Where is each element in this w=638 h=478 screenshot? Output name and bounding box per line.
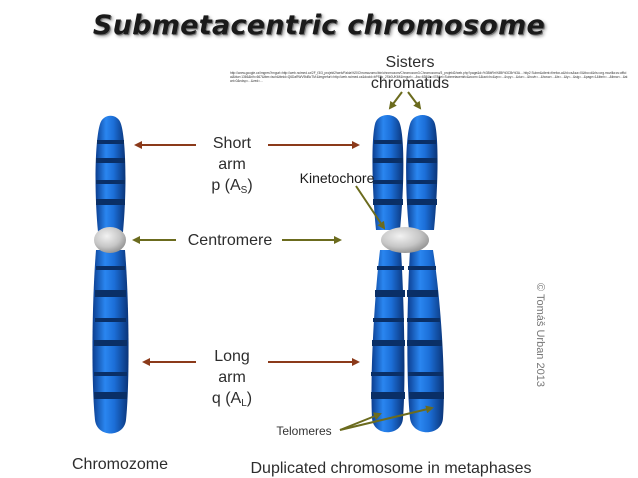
centromere-label: Centromere [187, 232, 273, 249]
long-arm-symbol: q (AL) [211, 390, 253, 409]
long-arm-line2: arm [218, 369, 246, 386]
duplicated-centromere [381, 227, 429, 253]
sisters-line2: chromatids [370, 75, 450, 92]
duplicated-chromosome [371, 115, 444, 433]
short-arm-line2: arm [218, 156, 246, 173]
sisters-arrow-left [388, 91, 403, 110]
long-arm-q: q (A [211, 390, 242, 407]
single-short-arm [95, 115, 126, 232]
short-arm-line1: Short [212, 135, 252, 152]
duplicated-caption: Duplicated chromosome in metaphases [250, 460, 532, 477]
single-bands [94, 140, 127, 399]
sisters-arrow-right [407, 91, 422, 110]
chromozome-caption: Chromozome [71, 456, 169, 473]
kinetochore-label: Kinetochore [299, 170, 375, 186]
sisters-line1: Sisters [385, 54, 435, 71]
right-chromatid-short-arm [406, 115, 438, 230]
diagram-title: Submetacentric chromosome [92, 10, 546, 41]
annotation-arrows [132, 91, 434, 431]
short-arm-symbol: p (AS) [211, 177, 253, 196]
short-arm-p: p (A [211, 177, 241, 194]
telomeres-arrow-right [339, 405, 434, 431]
long-arm-label: Long arm q (AL) [192, 346, 272, 414]
short-arm-label: Short arm p (AS) [192, 133, 272, 201]
short-arm-subscript: S [240, 185, 248, 196]
duplicated-bands [371, 140, 444, 399]
telomeres-arrow-left [339, 412, 382, 431]
single-chromosome [92, 115, 129, 434]
telomeres-label: Telomeres [276, 424, 332, 438]
long-arm-subscript: L [241, 398, 247, 409]
long-arm-line1: Long [214, 348, 250, 365]
single-centromere [94, 227, 126, 253]
sisters-chromatids-label: Sisters chromatids [355, 52, 465, 94]
kinetochore-arrow [355, 185, 386, 230]
source-url-text: http://www.google.cz/imgres?imgurl=http:… [230, 71, 628, 83]
copyright-text: © Tomáš Urban 2013 [534, 283, 546, 387]
